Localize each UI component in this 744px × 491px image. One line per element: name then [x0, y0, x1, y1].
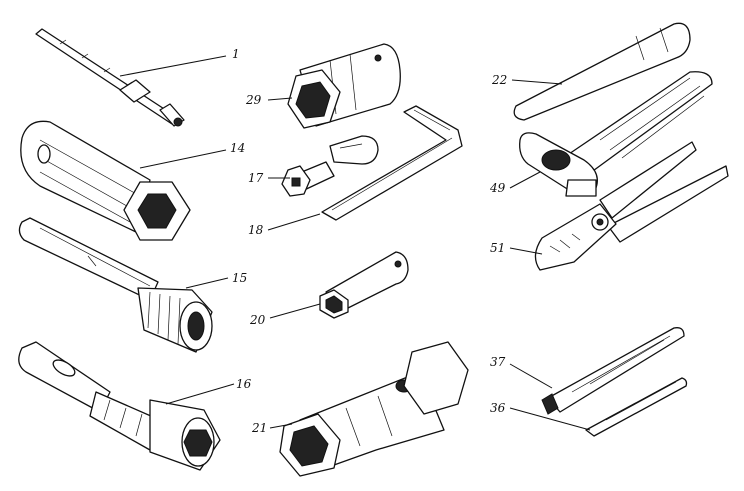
label-tool-49: 49	[489, 181, 506, 195]
label-tool-18: 18	[248, 223, 264, 237]
tool-36-thin-punch	[585, 377, 688, 437]
label-tool-29: 29	[245, 93, 262, 107]
label-tool-36: 36	[490, 401, 506, 415]
tool-18-hex-key	[321, 105, 463, 221]
label-tool-16: 16	[236, 377, 252, 391]
tool-17-key	[281, 135, 379, 197]
tool-16-double-spanner	[18, 341, 221, 471]
label-tool-14: 14	[230, 141, 245, 155]
tool-37-chisel	[541, 327, 685, 415]
tool-15-tube-spanner	[18, 217, 213, 353]
label-tool-37: 37	[490, 355, 506, 369]
tool-21-double-socket	[279, 341, 469, 477]
tool-1-rod	[35, 28, 185, 127]
tool-22-punch	[513, 22, 691, 121]
tool-51-pliers	[534, 141, 729, 271]
label-tool-21: 21	[251, 421, 267, 435]
tool-29-socket	[287, 43, 401, 129]
tool-49-hammer	[519, 71, 713, 197]
label-tool-1: 1	[232, 47, 240, 61]
tool-20-small-socket	[319, 251, 409, 319]
label-tool-51: 51	[490, 241, 505, 255]
tool-14-box-spanner	[20, 120, 191, 241]
label-tool-22: 22	[491, 73, 507, 87]
label-tool-15: 15	[232, 271, 247, 285]
label-tool-17: 17	[248, 171, 264, 185]
label-tool-20: 20	[249, 313, 266, 327]
leader-lines	[119, 55, 591, 431]
